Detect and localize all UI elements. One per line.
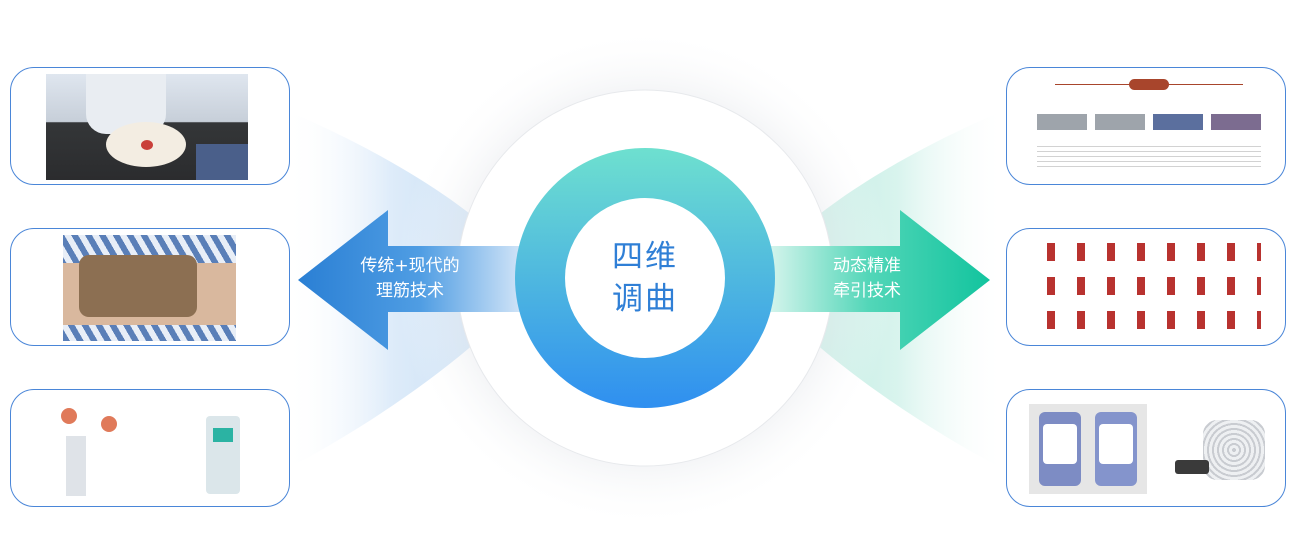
center-title-line1: 四维	[612, 239, 678, 275]
center-inner-circle	[565, 198, 725, 358]
left-card-2	[10, 228, 290, 346]
therapy-devices-photo	[41, 396, 261, 502]
traction-bed-poster	[1029, 74, 1269, 180]
center-title-line2: 调曲	[612, 281, 678, 317]
left-card-3	[10, 389, 290, 507]
center-title: 四维 调曲	[585, 236, 705, 320]
brace-and-device-photo	[1029, 404, 1147, 494]
massage-device-photo	[1173, 410, 1269, 490]
right-arrow-line2: 牵引技术	[833, 281, 901, 301]
left-arrow-line1: 传统+现代的	[360, 256, 460, 276]
left-arrow-line2: 理筋技术	[376, 281, 444, 301]
left-arrow-label: 传统+现代的 理筋技术	[340, 254, 480, 304]
right-card-3	[1006, 389, 1286, 507]
right-card-1	[1006, 67, 1286, 185]
exercise-poses-chart	[1039, 235, 1269, 341]
right-arrow-line1: 动态精准	[833, 256, 901, 276]
right-arrow-label: 动态精准 牵引技术	[812, 254, 922, 304]
right-arrow	[770, 210, 990, 350]
herbal-pack-on-back-photo	[63, 235, 236, 341]
left-arrow	[298, 210, 520, 350]
herbal-compress-photo	[46, 74, 248, 180]
right-card-2	[1006, 228, 1286, 346]
left-card-1	[10, 67, 290, 185]
